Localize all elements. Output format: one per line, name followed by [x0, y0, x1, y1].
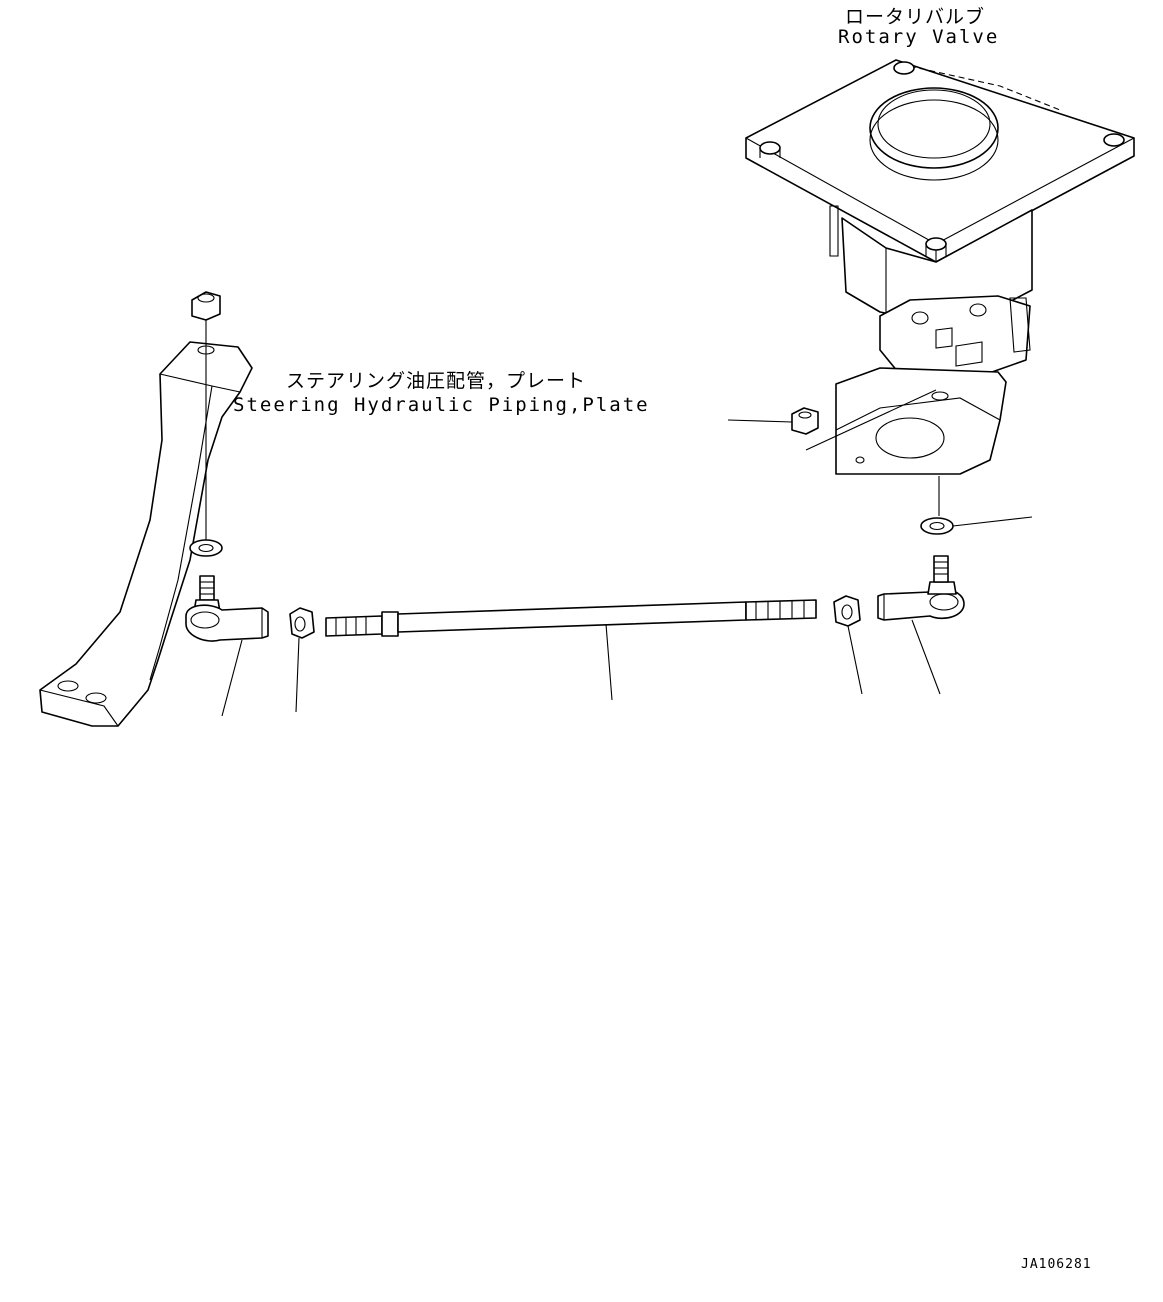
flange-bolt — [925, 237, 947, 256]
tie-rod — [325, 599, 817, 637]
figure-code: JA106281 — [1021, 1257, 1092, 1272]
valve-washer — [920, 517, 954, 535]
steering-label-jp: ステアリング油圧配管，プレート — [286, 370, 587, 392]
rotary-valve-assembly — [745, 59, 1135, 475]
right-ball-joint — [877, 555, 965, 621]
valve-washer-leader — [952, 516, 1033, 527]
bracket-flange-nut — [191, 291, 221, 321]
valve-bracket-nut-leader — [727, 419, 793, 423]
flange-bolt — [893, 61, 915, 75]
steering-label-en: Steering Hydraulic Piping,Plate — [233, 394, 650, 416]
right-ball-joint-leader — [911, 619, 941, 695]
left-lock-nut — [289, 607, 315, 639]
bracket-washer — [189, 539, 223, 557]
left-lock-nut-leader — [295, 637, 300, 713]
tie-rod-leader — [605, 623, 613, 701]
left-ball-joint — [185, 575, 269, 642]
right-lock-nut-leader — [847, 625, 863, 695]
valve-bracket-nut-line — [805, 389, 937, 451]
valve-bracket-nut — [791, 407, 819, 435]
rotary-valve-label-jp: ロータリバルブ — [845, 6, 986, 28]
bracket-plate — [39, 341, 253, 727]
right-lock-nut — [833, 595, 861, 627]
flange-bolt — [1103, 133, 1125, 147]
flange-bolt — [759, 141, 781, 158]
left-ball-joint-leader — [221, 639, 243, 717]
rotary-valve-label-en: Rotary Valve — [838, 26, 1000, 48]
